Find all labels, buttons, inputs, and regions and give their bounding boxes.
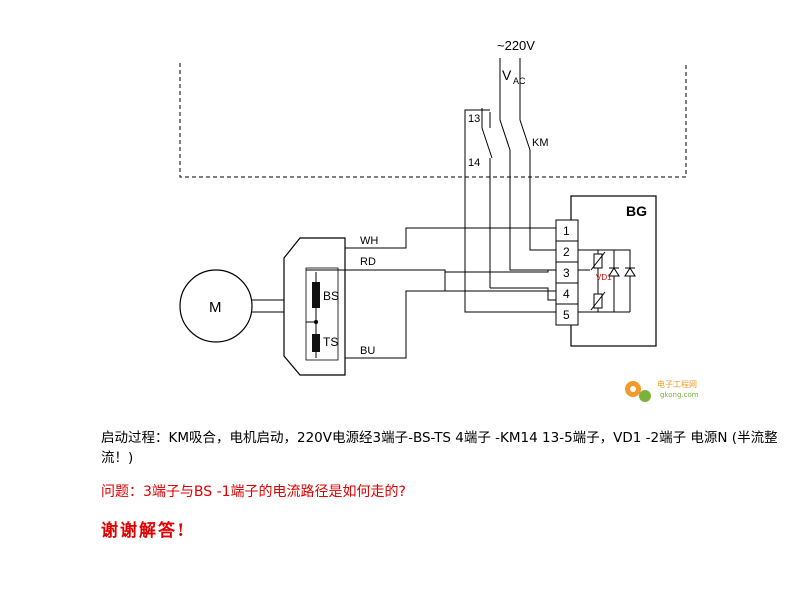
wire-wh-label: WH bbox=[360, 235, 378, 247]
process-description: 启动过程：KM吸合，电机启动，220V电源经3端子-BS-TS 4端子 -KM1… bbox=[101, 430, 778, 466]
contact-13-label: 13 bbox=[468, 113, 480, 125]
logo-text: 电子工程网 bbox=[657, 379, 697, 389]
motor-icon bbox=[179, 269, 253, 343]
bs-element bbox=[312, 282, 320, 308]
terminal-block bbox=[555, 219, 579, 326]
thanks-text: 谢谢解答! bbox=[101, 521, 187, 541]
diode-icon bbox=[608, 267, 620, 277]
wire-rd-label: RD bbox=[360, 256, 376, 268]
bs-label: BS bbox=[323, 289, 339, 303]
terminal-4: 4 bbox=[563, 287, 570, 301]
contact-13-bracket bbox=[464, 109, 490, 232]
diode-icon bbox=[624, 267, 636, 277]
logo-gear-icon bbox=[625, 381, 651, 402]
wire-bu-label: BU bbox=[360, 345, 375, 357]
notes-section: 启动过程：KM吸合，电机启动，220V电源经3端子-BS-TS 4端子 -KM1… bbox=[101, 428, 781, 541]
km-label: KM bbox=[532, 137, 549, 149]
varistor-icon bbox=[590, 291, 606, 311]
logo-subtext: gkong.com bbox=[660, 391, 699, 399]
varistor-icon bbox=[590, 251, 606, 271]
vac-label: V bbox=[502, 67, 512, 83]
motor-label: M bbox=[209, 299, 222, 316]
ts-label: TS bbox=[323, 335, 338, 349]
wiring-diagram: ~220V V AC 13 14 KM BG 1 2 3 4 5 bbox=[179, 38, 699, 402]
dashed-enclosure bbox=[179, 63, 687, 178]
terminal-5: 5 bbox=[563, 308, 570, 322]
vd1-label: VD1 bbox=[596, 273, 612, 282]
bg-label: BG bbox=[626, 203, 647, 219]
supply-label: ~220V bbox=[497, 38, 535, 53]
terminal-2: 2 bbox=[563, 245, 570, 259]
ts-element bbox=[312, 334, 320, 352]
terminal-3: 3 bbox=[563, 266, 570, 280]
question-text: 问题：3端子与BS -1端子的电流路径是如何走的? bbox=[101, 484, 406, 500]
terminal-1: 1 bbox=[563, 224, 570, 238]
contact-14-label: 14 bbox=[468, 157, 480, 169]
